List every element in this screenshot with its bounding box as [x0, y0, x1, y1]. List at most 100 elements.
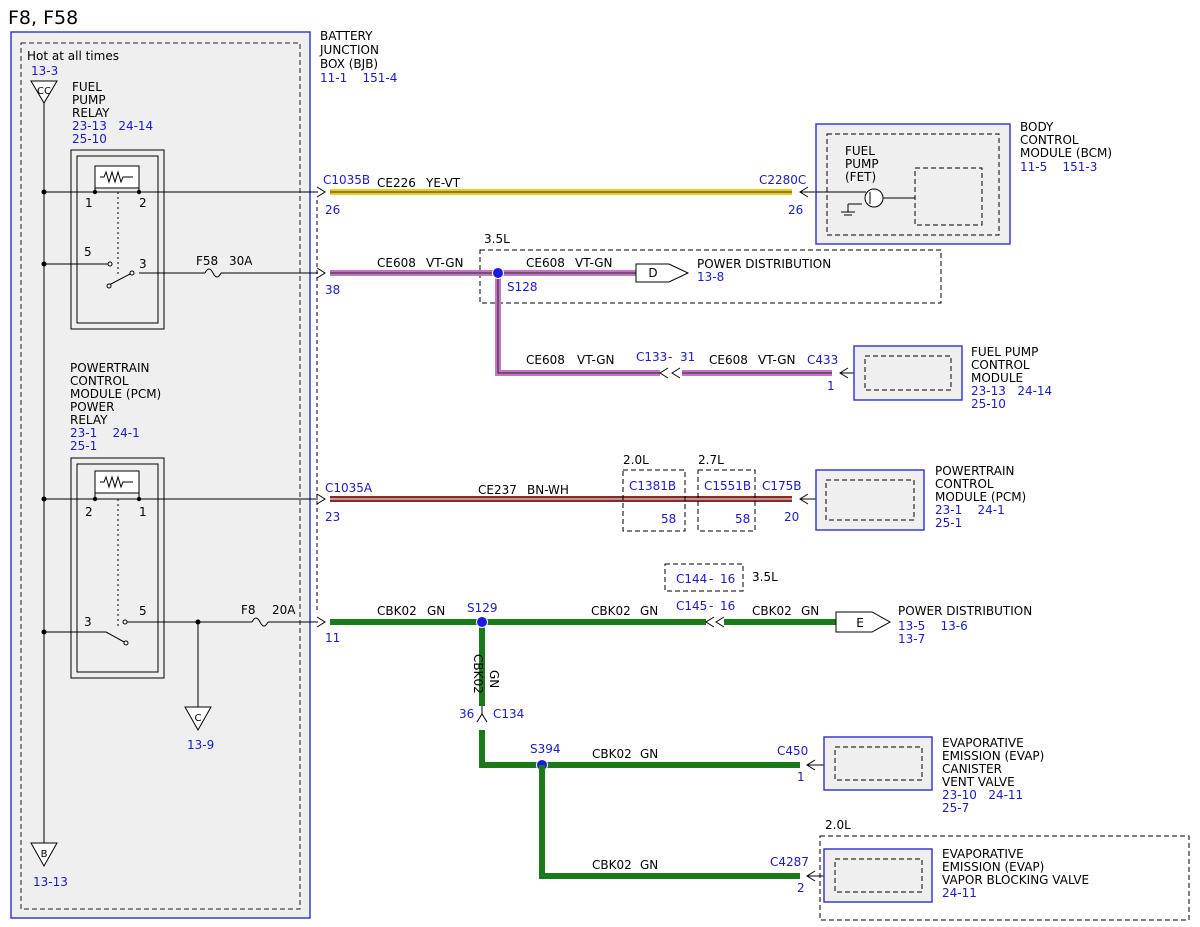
evap-vent-box: [823, 736, 933, 791]
hot-bus: CC B 13-13: [30, 80, 68, 889]
evap-vent-valve-module: EVAPORATIVE EMISSION (EVAP) CANISTER VEN…: [823, 736, 1044, 815]
c1035a-pin: 23: [325, 510, 340, 524]
fpcm-box: [853, 345, 963, 401]
power-distribution-e-refs-1: 13-5 13-6: [898, 619, 968, 633]
pcmr-name-2: CONTROL: [70, 374, 129, 388]
hot-ref: 13-3: [31, 64, 58, 78]
b-ref: 13-13: [33, 875, 68, 889]
pin-arrow-icon: [316, 493, 326, 505]
fpr-refs-2: 25-10: [72, 132, 107, 146]
evap-block-name-2: EMISSION (EVAP): [942, 860, 1044, 874]
connector-d-label: D: [648, 266, 657, 280]
c1035a-label: C1035A: [325, 481, 373, 495]
c1035b-label: C1035B: [323, 173, 370, 187]
fuse-f8-name: F8: [241, 603, 256, 617]
c433-label: C433: [807, 353, 838, 367]
s129-label: S129: [467, 601, 498, 615]
ce608-color: VT-GN: [426, 256, 463, 270]
splice-s129: [476, 616, 488, 628]
pcmr-switch-contact: [122, 619, 128, 625]
fuse-f58-name: F58: [196, 254, 218, 268]
evap-vent-name-2: EMISSION (EVAP): [942, 749, 1044, 763]
fpcm-inner-dashed: [864, 355, 952, 391]
diagram-title: F8, F58: [8, 7, 78, 29]
cbk02-circuit: CBK02: [377, 604, 417, 618]
fpr-pin-3: 3: [139, 257, 147, 271]
c-ref: 13-9: [187, 738, 214, 752]
c1381b-label: C1381B: [629, 479, 676, 493]
fpcm-name-1: FUEL PUMP: [971, 345, 1038, 359]
pcm-power-relay: POWERTRAIN CONTROL MODULE (PCM) POWER RE…: [44, 361, 165, 679]
pcmr-pin-5: 5: [139, 604, 147, 618]
hot-at-all-times-label: Hot at all times: [27, 49, 119, 63]
cbk02-mid-circuit: CBK02: [591, 604, 631, 618]
evap-block-name-3: VAPOR BLOCKING VALVE: [942, 873, 1089, 887]
ce608-lower-circuit: CE608: [526, 353, 565, 367]
pcmr-coil-icon: [100, 475, 133, 489]
fuel-pump-control-module: FUEL PUMP CONTROL MODULE 23-13 24-14 25-…: [853, 345, 1052, 411]
fpr-name-3: RELAY: [72, 106, 110, 120]
evap-block-inner-dashed: [834, 858, 923, 893]
cbk02-pin-11: 11: [325, 631, 340, 645]
bcm-name-2: CONTROL: [1020, 133, 1079, 147]
bcm-refs: 11-5 151-3: [1020, 160, 1097, 174]
evap-block-color: GN: [640, 858, 658, 872]
bcm-name-1: BODY: [1020, 120, 1054, 134]
fuse-f58-icon: [204, 268, 222, 278]
pcm-refs-2: 25-1: [935, 516, 962, 530]
cbk02-color: GN: [427, 604, 445, 618]
b-label: B: [41, 849, 48, 860]
fpr-name-1: FUEL: [72, 80, 102, 94]
fuse-f8-rating: 20A: [272, 603, 296, 617]
c145-pin: 16: [720, 599, 735, 613]
cc-connector-icon: [30, 80, 58, 104]
c1551b-engine: 2.7L: [698, 453, 724, 467]
cbk02-mid-color: GN: [640, 604, 658, 618]
fpr-switch-pivot: [106, 283, 112, 289]
power-distribution-e-name: POWER DISTRIBUTION: [898, 604, 1032, 618]
c1551b-pin: 58: [735, 512, 750, 526]
c133-pin: 31: [680, 350, 695, 364]
fpcm-refs-1: 23-13 24-14: [971, 384, 1052, 398]
battery-junction-box: Hot at all times 13-3 BATTERY JUNCTION B…: [10, 29, 397, 919]
engine-2-0l-label: 2.0L: [825, 818, 851, 832]
evap-vent-refs-2: 25-7: [942, 801, 969, 815]
bcm-module: FUEL PUMP (FET) BODY CONTROL MODULE (BCM…: [815, 120, 1112, 245]
cc-label: CC: [37, 86, 51, 97]
c145-dash: -: [709, 599, 713, 613]
c450-label: C450: [777, 744, 808, 758]
pcmr-name-4: POWER: [70, 400, 114, 414]
evap-vent-name-1: EVAPORATIVE: [942, 736, 1024, 750]
c-connector-icon: [184, 706, 212, 732]
ce237-circuit: CE237: [478, 483, 517, 497]
evap-vent-inner-dashed: [834, 746, 923, 781]
c134-pin: 36: [459, 707, 474, 721]
c133-label: C133: [636, 350, 667, 364]
fpr-switch-contact: [107, 261, 113, 267]
bjb-refs: 11-1 151-4: [320, 71, 397, 85]
engine-3-5l-label: 3.5L: [484, 232, 510, 246]
ce237-color: BN-WH: [527, 483, 569, 497]
c144-dash: -: [709, 572, 713, 586]
ce608-right2-circuit: CE608: [709, 353, 748, 367]
pin-arrow-icon: [705, 616, 715, 628]
pin-arrow-icon: [316, 616, 326, 628]
evap-block-refs: 24-11: [942, 886, 977, 900]
bcm-name-3: MODULE (BCM): [1020, 146, 1112, 160]
c2280c-pin: 26: [788, 203, 803, 217]
cbk02-right-circuit: CBK02: [752, 604, 792, 618]
ce608-pin-38: 38: [325, 283, 340, 297]
bcm-fet-2: PUMP: [845, 157, 879, 171]
fpr-coil-icon: [100, 170, 133, 184]
pin-arrow-icon: [316, 186, 326, 198]
c145-label: C145: [676, 599, 707, 613]
pin-arrow-icon: [316, 267, 326, 279]
cbk02-vert-circuit: CBK02: [471, 654, 485, 694]
ce226-circuit: CE226: [377, 176, 416, 190]
evap-block-box: [823, 848, 933, 903]
bjb-name-3: BOX (BJB): [320, 57, 378, 71]
bjb-inner-dashed: [20, 42, 301, 910]
fuse-f58-rating: 30A: [229, 254, 253, 268]
c175b-pin: 20: [784, 510, 799, 524]
cbk02-right-color: GN: [801, 604, 819, 618]
